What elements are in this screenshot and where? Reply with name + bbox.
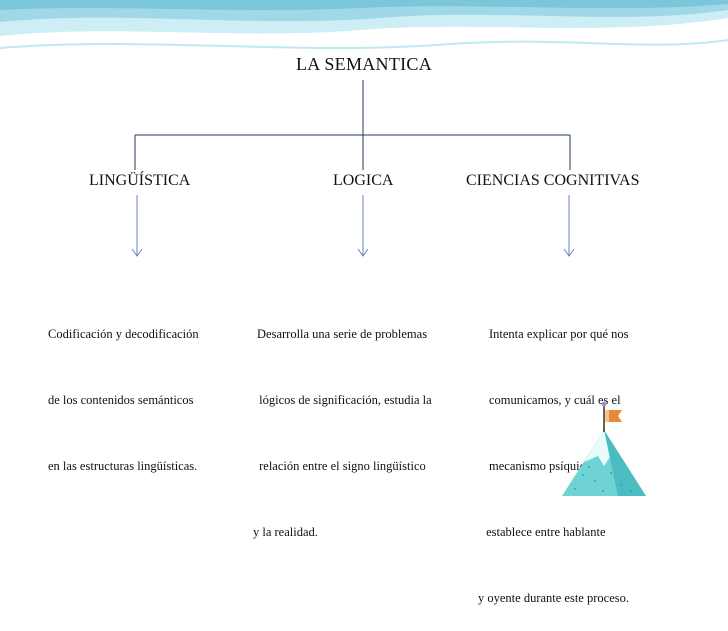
branch-label-linguistica: LINGÜÍSTICA — [89, 172, 191, 189]
description-logica: Desarrolla una serie de problemas lógico… — [253, 279, 432, 565]
description-line: Intenta explicar por qué nos — [489, 327, 629, 341]
mountain-with-flag-icon — [562, 401, 646, 496]
description-line: y oyente durante este proceso. — [478, 591, 629, 605]
page-title: LA SEMANTICA — [295, 54, 433, 74]
description-line: Desarrolla una serie de problemas — [257, 327, 428, 341]
branch-label-logica: LOGICA — [333, 172, 394, 189]
description-line: de los contenidos semánticos — [48, 393, 194, 407]
arrow-2 — [357, 195, 369, 257]
diagram-connectors — [131, 80, 575, 257]
description-line: Codificación y decodificación — [48, 327, 199, 341]
branch-label-ciencias-cognitivas: CIENCIAS COGNITIVAS — [466, 172, 640, 189]
arrow-3 — [563, 195, 575, 257]
description-line: comunicamos, y cuál es el — [489, 393, 621, 407]
description-line: establece entre hablante — [483, 525, 606, 539]
description-line: y la realidad. — [253, 525, 318, 539]
description-linguistica: Codificación y decodificación de los con… — [48, 279, 199, 499]
description-line: lógicos de significación, estudia la — [256, 393, 432, 407]
description-line: en las estructuras lingüísticas. — [48, 459, 198, 473]
arrow-1 — [131, 195, 143, 257]
description-line: relación entre el signo lingüístico — [256, 459, 426, 473]
header-wave-decoration — [0, 0, 728, 70]
